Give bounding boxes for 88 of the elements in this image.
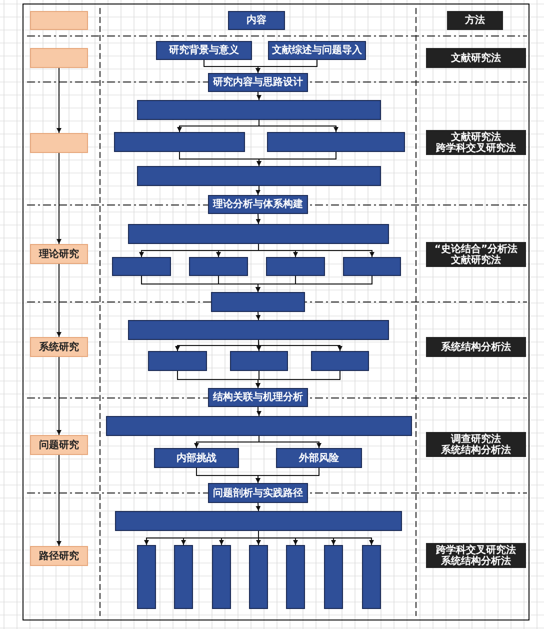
arrow: [256, 92, 262, 100]
content-box: [211, 292, 305, 312]
arrow: [256, 214, 261, 224]
arrow: [56, 454, 62, 546]
arrow: [256, 60, 318, 74]
arrow: [256, 370, 340, 388]
node-label: 系统研究: [39, 342, 79, 352]
arrow: [258, 436, 322, 448]
node-label: 结构关联与机理分析: [213, 392, 303, 403]
node-label: 路径研究: [39, 550, 79, 562]
content-box: [208, 195, 308, 214]
content-box: [137, 100, 381, 120]
node-label: 系统结构分析法: [441, 342, 511, 352]
content-box: [208, 483, 308, 503]
node-label: 内部挑战: [176, 452, 216, 464]
stage-box: [30, 11, 88, 30]
stage-box: [30, 435, 88, 455]
content-box: [148, 351, 207, 371]
node-label: 系统结构分析法: [441, 556, 511, 566]
content-box: [106, 416, 412, 436]
arrow: [256, 502, 261, 512]
arrow: [258, 120, 338, 132]
arrow: [256, 312, 261, 320]
content-box: [268, 41, 366, 60]
content-box: [324, 545, 343, 609]
content-box: [249, 545, 268, 609]
node-label: 理论分析与体系构建: [213, 199, 303, 210]
content-box: [128, 320, 389, 340]
content-box: [154, 448, 239, 468]
content-box: [228, 11, 285, 30]
content-box: [267, 132, 405, 152]
method-box: [426, 337, 526, 357]
content-box: [230, 351, 288, 371]
arrow: [56, 356, 62, 436]
node-label: 调查研究法: [451, 434, 501, 444]
content-box: [208, 388, 308, 407]
arrow: [256, 186, 260, 196]
content-box: [266, 257, 325, 276]
stage-box: [30, 244, 88, 264]
node-label: 外部风险: [299, 452, 339, 464]
content-box: [311, 351, 369, 371]
node-label: 系统结构分析法: [441, 444, 511, 456]
content-box: [212, 545, 231, 609]
arrow: [256, 468, 320, 484]
content-box: [343, 257, 401, 276]
content-box: [362, 545, 381, 609]
content-box: [115, 511, 402, 531]
content-box: [156, 41, 252, 60]
stage-box: [30, 546, 88, 566]
content-box: [128, 224, 389, 244]
arrow: [256, 406, 262, 416]
arrow: [56, 152, 62, 244]
node-label: 文献综述与问题导入: [272, 45, 362, 56]
node-label: 研究内容与思路设计: [213, 77, 303, 88]
node-label: 跨学科交叉研究法: [436, 544, 516, 556]
content-box: [189, 257, 248, 276]
node-label: 方法: [465, 15, 485, 26]
node-label: 文献研究法: [451, 132, 501, 142]
content-box: [112, 257, 171, 276]
node-label: 研究背景与意义: [169, 45, 239, 56]
stage-box: [30, 133, 88, 153]
method-box: [426, 242, 526, 267]
method-box: [447, 11, 503, 30]
content-box: [276, 448, 362, 468]
arrow: [256, 276, 372, 292]
node-label: 理论研究: [39, 248, 79, 260]
node-label: 跨学科交叉研究法: [436, 142, 516, 154]
method-box: [426, 543, 526, 568]
node-label: 文献研究法: [451, 52, 501, 64]
arrow: [256, 152, 336, 166]
content-box: [137, 545, 156, 609]
content-box: [208, 73, 308, 92]
node-label: 问题研究: [39, 440, 79, 450]
content-box: [137, 166, 381, 186]
content-box: [286, 545, 305, 609]
node-label: 内容: [246, 15, 266, 26]
node-label: 文献研究法: [451, 254, 501, 266]
arrow: [56, 68, 62, 134]
method-box: [426, 130, 526, 155]
method-box: [426, 432, 526, 457]
content-box: [114, 132, 245, 152]
arrow: [56, 264, 62, 338]
node-label: 问题剖析与实践路径: [213, 488, 303, 498]
stage-box: [30, 48, 88, 68]
method-box: [426, 48, 526, 68]
stage-box: [30, 337, 88, 357]
content-box: [174, 545, 193, 609]
node-label: “史论结合”分析法: [434, 244, 518, 254]
